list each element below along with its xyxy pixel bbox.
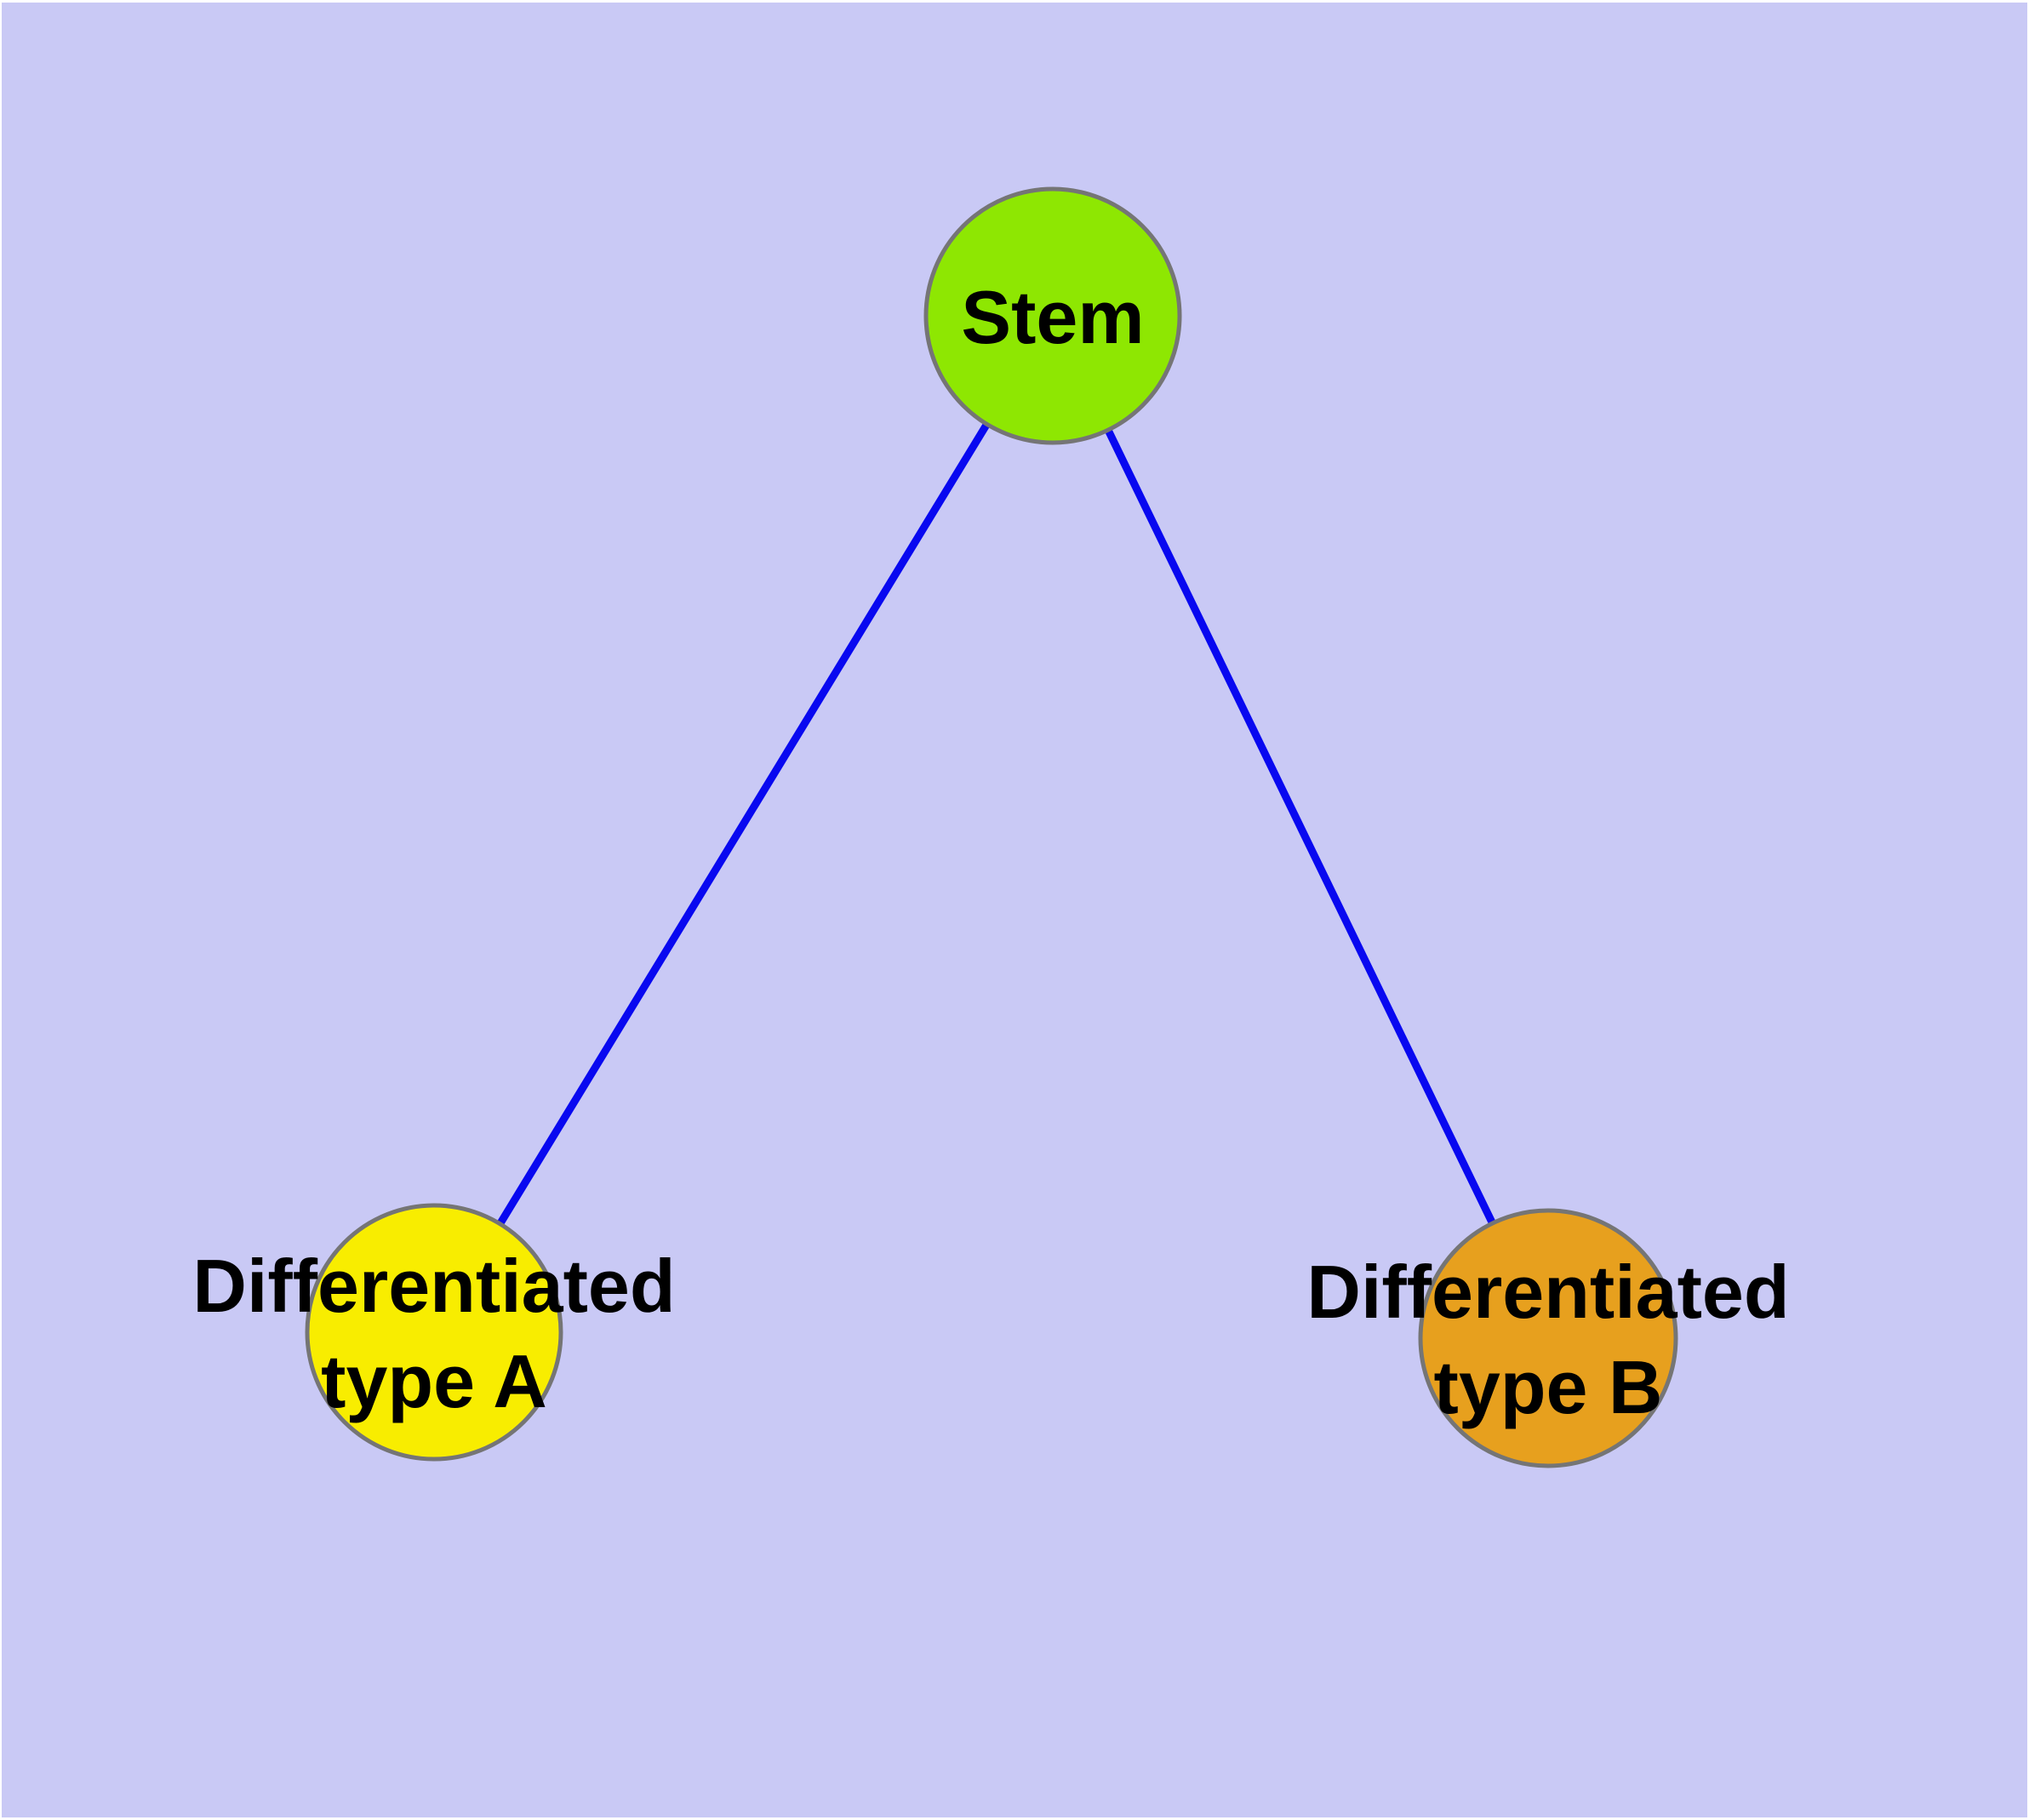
node-type-b-label-line2: type B xyxy=(1434,1345,1663,1429)
node-type-b-label-line1: Differentiated xyxy=(1306,1250,1789,1334)
edge-stem-to-type-b xyxy=(1049,314,1552,1340)
node-stem xyxy=(923,186,1182,445)
node-differentiated-type-b xyxy=(1418,1208,1678,1468)
node-type-a-label-line1: Differentiated xyxy=(192,1244,675,1328)
node-stem-label: Stem xyxy=(961,275,1144,359)
node-type-a-label-line2: type A xyxy=(321,1339,547,1423)
edge-stem-to-type-a xyxy=(431,313,1056,1335)
node-differentiated-type-a xyxy=(305,1203,563,1462)
